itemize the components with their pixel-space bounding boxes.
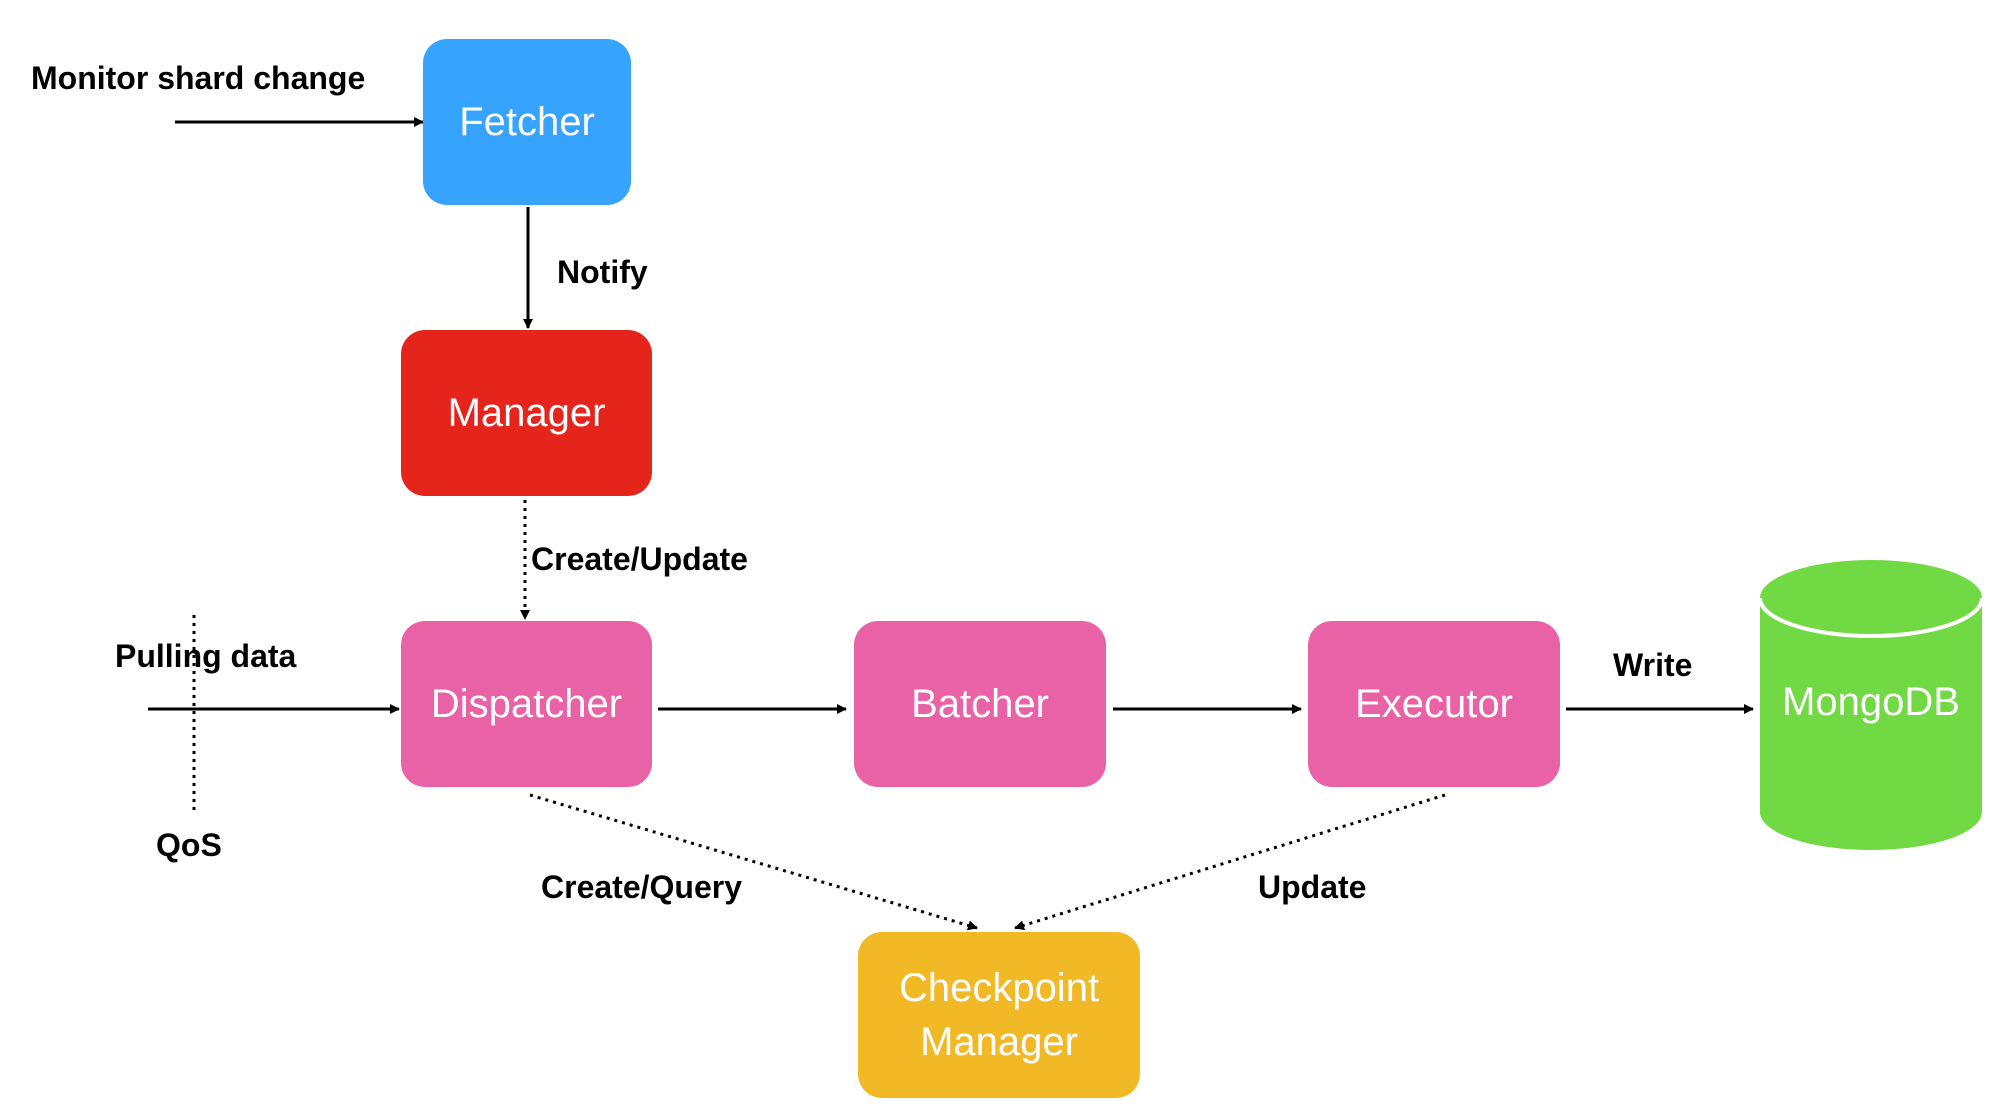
write-label: Write	[1613, 647, 1693, 683]
mongodb-node: MongoDB	[1760, 560, 1982, 850]
monitor-shard-change-label: Monitor shard change	[31, 60, 366, 96]
mongodb-label: MongoDB	[1782, 680, 1960, 724]
update-label: Update	[1258, 869, 1367, 905]
create-update-label: Create/Update	[531, 541, 748, 577]
manager-node: Manager	[401, 330, 652, 496]
dispatcher-node: Dispatcher	[401, 621, 652, 787]
fetcher-node: Fetcher	[423, 39, 631, 205]
edge-dispatcher-to-checkpoint	[529, 793, 978, 931]
database-icon	[1760, 560, 1982, 850]
executor-node: Executor	[1308, 621, 1560, 787]
edge-executor-to-checkpoint	[1014, 793, 1446, 931]
create-query-label: Create/Query	[541, 869, 742, 905]
batcher-node: Batcher	[854, 621, 1106, 787]
pulling-data-label: Pulling data	[115, 638, 297, 674]
checkpoint-manager-node: Checkpoint Manager	[858, 932, 1140, 1098]
qos-label: QoS	[156, 827, 222, 863]
notify-label: Notify	[557, 254, 648, 290]
